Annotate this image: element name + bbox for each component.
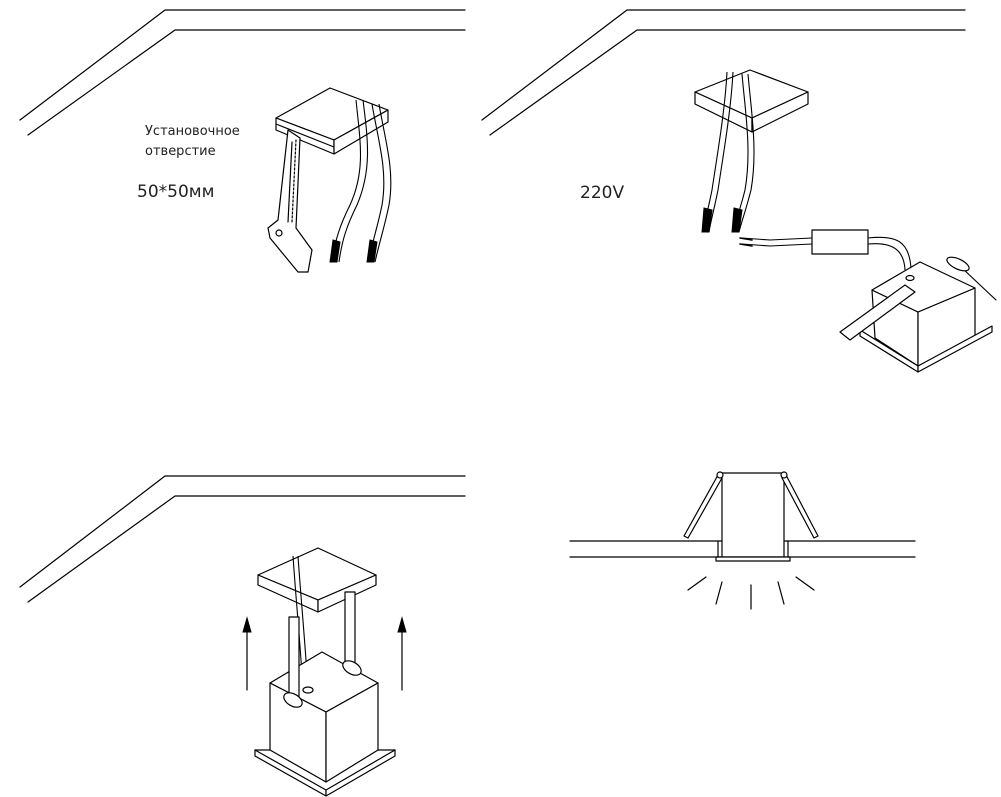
ceiling-edge-inner <box>27 495 466 603</box>
ceiling-edge-outer <box>19 475 466 588</box>
ceiling-hole <box>694 69 809 133</box>
hole-label-line-1: Установочное <box>145 124 240 139</box>
arrow-up-icon <box>397 616 407 691</box>
ceiling-hole <box>257 547 377 613</box>
step-installed-panel <box>569 471 916 610</box>
luminaire-icon <box>839 256 997 373</box>
arrow-up-icon <box>242 616 252 691</box>
hole-label-line-2: отверстие <box>145 144 216 159</box>
ceiling-edge-outer <box>19 9 466 121</box>
ceiling-edge-inner <box>27 29 466 136</box>
luminaire-icon <box>254 591 396 797</box>
step-cut-hole-panel: Установочное отверстие 50*50мм <box>19 9 466 273</box>
saw-icon <box>267 129 313 273</box>
hole-dimension-label: 50*50мм <box>137 182 214 202</box>
ceiling-edge-outer <box>481 9 966 121</box>
supply-wires <box>329 99 392 263</box>
ceiling-hole <box>275 87 389 155</box>
voltage-label: 220V <box>580 183 624 203</box>
led-driver-icon <box>739 229 912 271</box>
supply-wires <box>701 71 755 233</box>
step-connect-panel: 220V <box>481 9 997 373</box>
luminaire-icon <box>683 471 819 562</box>
ceiling-edge-inner <box>489 29 966 136</box>
light-rays-icon <box>687 576 815 610</box>
step-insert-panel <box>19 475 466 797</box>
